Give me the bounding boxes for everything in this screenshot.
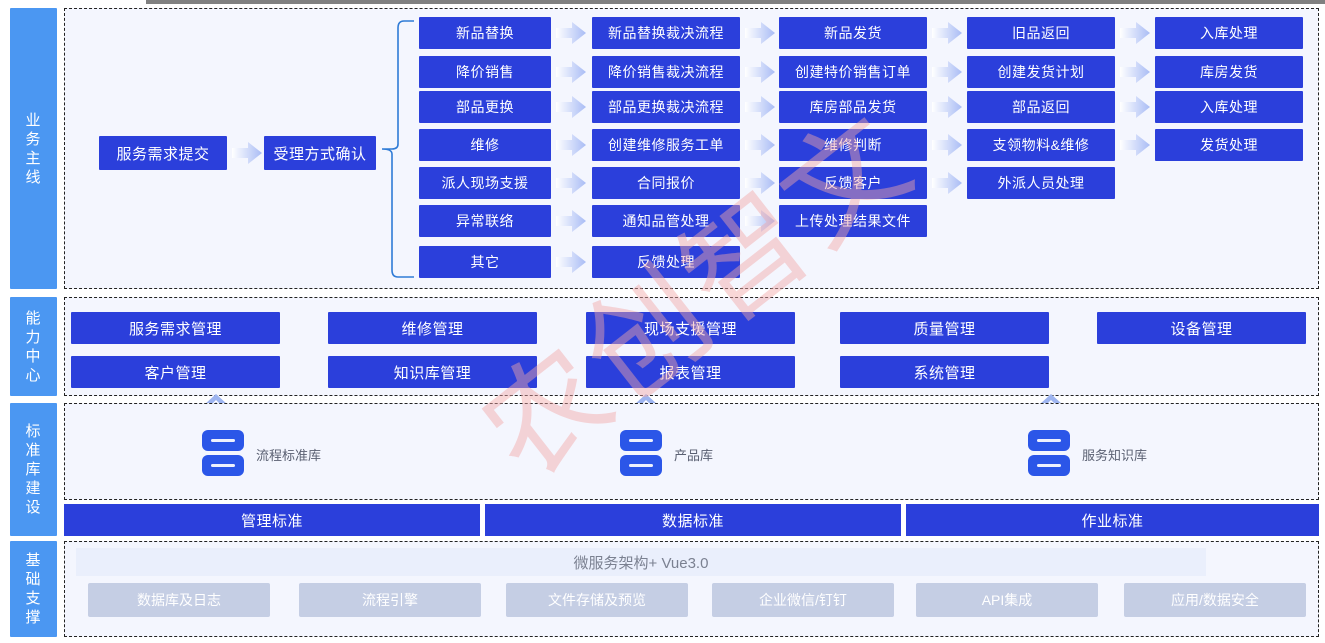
infra-component-wecom-dingtalk[interactable]: 企业微信/钉钉: [712, 583, 894, 617]
flow-node-stage2[interactable]: 降价销售裁决流程: [592, 56, 740, 88]
flow-node-stage3[interactable]: 创建特价销售订单: [779, 56, 927, 88]
arrow-icon: [556, 96, 586, 118]
top-strip: [146, 0, 1325, 4]
flow-node-stage3[interactable]: 新品发货: [779, 17, 927, 49]
flow-node-stage2[interactable]: 创建维修服务工单: [592, 129, 740, 161]
flow-node-stage1[interactable]: 维修: [419, 129, 551, 161]
capability-system-mgmt[interactable]: 系统管理: [840, 356, 1049, 388]
arrow-icon: [1120, 96, 1150, 118]
sidebar-label-text: 能力中心: [25, 309, 42, 384]
arrow-icon: [745, 61, 775, 83]
flow-node-stage3[interactable]: 维修判断: [779, 129, 927, 161]
capability-knowledge-mgmt[interactable]: 知识库管理: [328, 356, 537, 388]
capability-report-mgmt[interactable]: 报表管理: [586, 356, 795, 388]
arrow-icon: [745, 96, 775, 118]
arrow-icon: [745, 22, 775, 44]
flow-node-stage2[interactable]: 反馈处理: [592, 246, 740, 278]
sidebar-label-text: 基础支撑: [25, 552, 42, 626]
infra-component-database-log[interactable]: 数据库及日志: [88, 583, 270, 617]
arrow-icon: [556, 251, 586, 273]
arrow-icon: [556, 134, 586, 156]
infra-component-security[interactable]: 应用/数据安全: [1124, 583, 1306, 617]
flow-node-stage4[interactable]: 旧品返回: [967, 17, 1115, 49]
arrow-icon: [1120, 134, 1150, 156]
database-icon: [202, 430, 244, 476]
flow-node-stage5[interactable]: 发货处理: [1155, 129, 1303, 161]
standard-bar-data[interactable]: 数据标准: [485, 504, 901, 536]
infra-component-process-engine[interactable]: 流程引擎: [299, 583, 481, 617]
arrow-icon: [556, 210, 586, 232]
arrow-icon: [745, 210, 775, 232]
standard-bar-operation[interactable]: 作业标准: [906, 504, 1319, 536]
flow-node-stage4[interactable]: 部品返回: [967, 91, 1115, 123]
flow-node-stage4[interactable]: 外派人员处理: [967, 167, 1115, 199]
flow-node-stage4[interactable]: 创建发货计划: [967, 56, 1115, 88]
infra-component-api-integration[interactable]: API集成: [916, 583, 1098, 617]
flow-node-stage5[interactable]: 入库处理: [1155, 91, 1303, 123]
node-acceptance-method-confirm[interactable]: 受理方式确认: [264, 136, 376, 170]
arrow-icon: [932, 134, 962, 156]
flow-node-stage1[interactable]: 降价销售: [419, 56, 551, 88]
flow-node-stage1[interactable]: 部品更换: [419, 91, 551, 123]
flow-node-stage1[interactable]: 异常联络: [419, 205, 551, 237]
arrow-icon: [556, 172, 586, 194]
flow-node-stage3[interactable]: 反馈客户: [779, 167, 927, 199]
arrow-icon: [232, 142, 262, 164]
sidebar-item-business-main-line[interactable]: 业务主线: [10, 8, 57, 289]
capability-onsite-support-mgmt[interactable]: 现场支援管理: [586, 312, 795, 344]
standard-library-panel: [64, 403, 1319, 500]
database-icon: [620, 430, 662, 476]
arrow-icon: [556, 22, 586, 44]
sidebar-item-capability-center[interactable]: 能力中心: [10, 297, 57, 396]
flow-node-stage5[interactable]: 入库处理: [1155, 17, 1303, 49]
capability-repair-mgmt[interactable]: 维修管理: [328, 312, 537, 344]
platform-bar: 微服务架构+ Vue3.0: [76, 548, 1206, 576]
repository-label: 产品库: [674, 448, 714, 463]
branch-bracket: [380, 18, 416, 280]
flow-node-stage3[interactable]: 上传处理结果文件: [779, 205, 927, 237]
node-service-request-submit[interactable]: 服务需求提交: [99, 136, 227, 170]
flow-node-stage4[interactable]: 支领物料&维修: [967, 129, 1115, 161]
flow-node-stage2[interactable]: 新品替换裁决流程: [592, 17, 740, 49]
arrow-icon: [556, 61, 586, 83]
capability-equipment-mgmt[interactable]: 设备管理: [1097, 312, 1306, 344]
flow-node-stage3[interactable]: 库房部品发货: [779, 91, 927, 123]
sidebar-item-standard-library[interactable]: 标准库建设: [10, 403, 57, 536]
flow-node-stage2[interactable]: 通知品管处理: [592, 205, 740, 237]
flow-node-stage1[interactable]: 派人现场支援: [419, 167, 551, 199]
arrow-icon: [1120, 22, 1150, 44]
arrow-icon: [932, 96, 962, 118]
arrow-icon: [745, 134, 775, 156]
arrow-icon: [932, 22, 962, 44]
flow-node-stage2[interactable]: 合同报价: [592, 167, 740, 199]
capability-quality-mgmt[interactable]: 质量管理: [840, 312, 1049, 344]
flow-node-stage1[interactable]: 新品替换: [419, 17, 551, 49]
flow-node-stage1[interactable]: 其它: [419, 246, 551, 278]
arrow-icon: [932, 172, 962, 194]
repository-label: 服务知识库: [1082, 448, 1148, 463]
standard-bar-management[interactable]: 管理标准: [64, 504, 480, 536]
infra-component-file-storage[interactable]: 文件存储及预览: [506, 583, 688, 617]
arrow-icon: [745, 172, 775, 194]
sidebar-item-infrastructure-support[interactable]: 基础支撑: [10, 541, 57, 637]
database-icon: [1028, 430, 1070, 476]
capability-customer-mgmt[interactable]: 客户管理: [71, 356, 280, 388]
sidebar-label-text: 标准库建设: [25, 423, 42, 516]
flow-node-stage2[interactable]: 部品更换裁决流程: [592, 91, 740, 123]
repository-label: 流程标准库: [256, 448, 322, 463]
arrow-icon: [932, 61, 962, 83]
flow-node-stage5[interactable]: 库房发货: [1155, 56, 1303, 88]
arrow-icon: [1120, 61, 1150, 83]
capability-service-request-mgmt[interactable]: 服务需求管理: [71, 312, 280, 344]
sidebar-label-text: 业务主线: [25, 111, 42, 186]
